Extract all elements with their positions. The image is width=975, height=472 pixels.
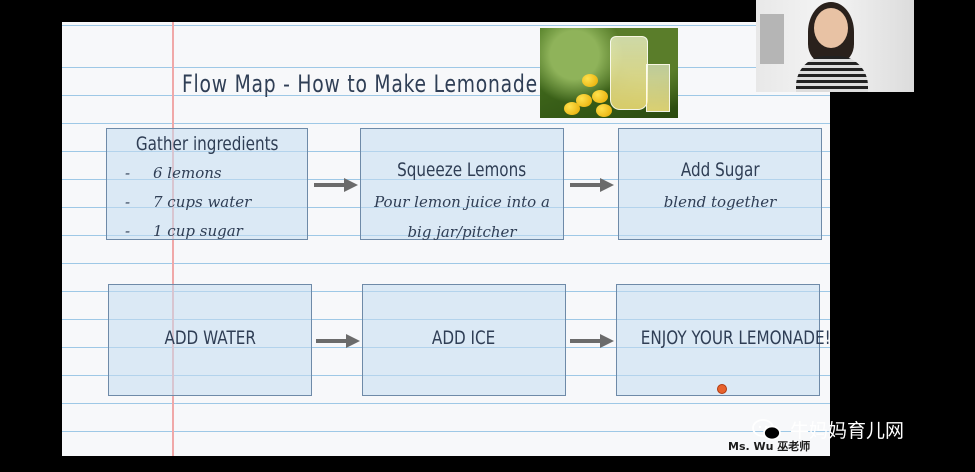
step-title: Gather ingredients	[135, 133, 279, 155]
ingredient-list: -6 lemons -7 cups water -1 cup sugar	[125, 159, 251, 246]
list-item: -7 cups water	[125, 193, 252, 211]
step-title: Add Sugar	[680, 159, 760, 181]
list-item: -6 lemons	[125, 164, 222, 182]
teacher-credit: Ms. Wu 巫老师	[728, 440, 811, 453]
step-add-water: ADD WATER	[108, 284, 312, 396]
lemonade-photo	[540, 28, 678, 118]
step-title: Squeeze Lemons	[397, 159, 527, 181]
pointer-cursor-icon	[717, 384, 727, 394]
step-title: ENJOY YOUR LEMONADE!	[640, 327, 830, 349]
watermark-text: 牛妈妈育儿网	[790, 420, 905, 442]
step-title: ADD ICE	[432, 327, 496, 349]
step-description: Pour lemon juice into a big jar/pitcher	[374, 193, 550, 241]
wechat-icon	[752, 418, 781, 440]
teacher-webcam-video	[756, 0, 914, 92]
step-add-sugar: Add Sugar blend together	[618, 128, 822, 240]
pitcher-image	[610, 36, 648, 110]
list-item: -1 cup sugar	[125, 222, 243, 240]
lemon-image	[564, 102, 580, 115]
watermark: 牛妈妈育儿网	[752, 416, 904, 443]
teacher-face	[814, 8, 848, 48]
step-description: blend together	[663, 193, 777, 211]
flow-arrow	[570, 178, 614, 192]
step-gather-ingredients: Gather ingredients -6 lemons -7 cups wat…	[106, 128, 308, 240]
teacher-shirt	[796, 56, 868, 92]
step-title: ADD WATER	[164, 327, 256, 349]
step-enjoy-lemonade: ENJOY YOUR LEMONADE!	[616, 284, 830, 396]
flow-arrow	[314, 178, 358, 192]
slide-title: Flow Map - How to Make Lemonade	[182, 70, 538, 98]
background-shelf	[760, 14, 784, 64]
step-squeeze-lemons: Squeeze Lemons Pour lemon juice into a b…	[360, 128, 564, 241]
lemon-image	[582, 74, 598, 87]
flow-arrow	[316, 334, 360, 348]
lemon-image	[592, 90, 608, 103]
step-add-ice: ADD ICE	[362, 284, 566, 396]
glass-image	[646, 64, 670, 112]
lemon-image	[576, 94, 592, 107]
slide-canvas: Flow Map - How to Make Lemonade Gather i…	[62, 22, 830, 456]
lemon-image	[596, 104, 612, 117]
flow-arrow	[570, 334, 614, 348]
